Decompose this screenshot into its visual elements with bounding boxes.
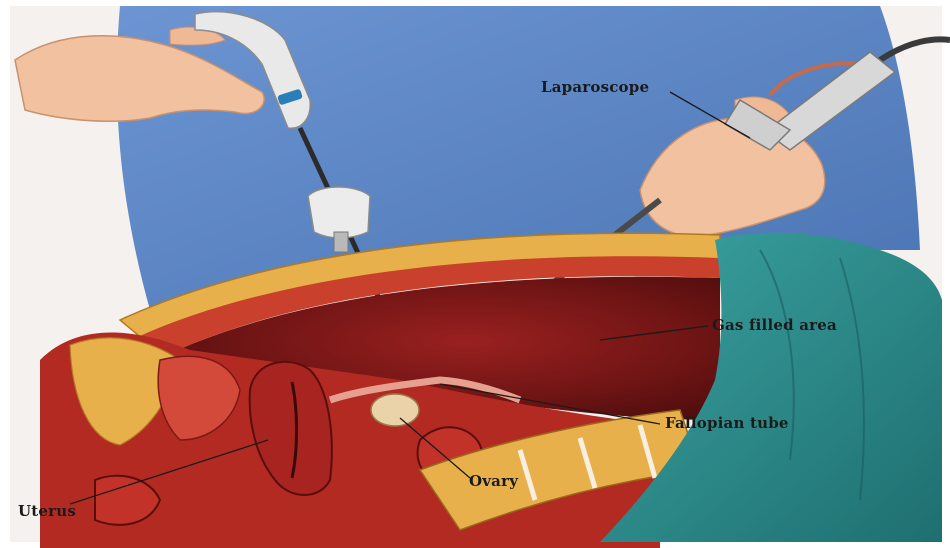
gas-filled-area-label: Gas filled area [712, 316, 837, 334]
ovary-shape [371, 394, 419, 426]
uterus-label: Uterus [18, 502, 76, 520]
trocar [308, 187, 370, 238]
ovary-label: Ovary [469, 472, 518, 490]
fallopian-tube-label: Fallopian tube [665, 414, 789, 432]
laparoscope-label: Laparoscope [541, 78, 649, 96]
